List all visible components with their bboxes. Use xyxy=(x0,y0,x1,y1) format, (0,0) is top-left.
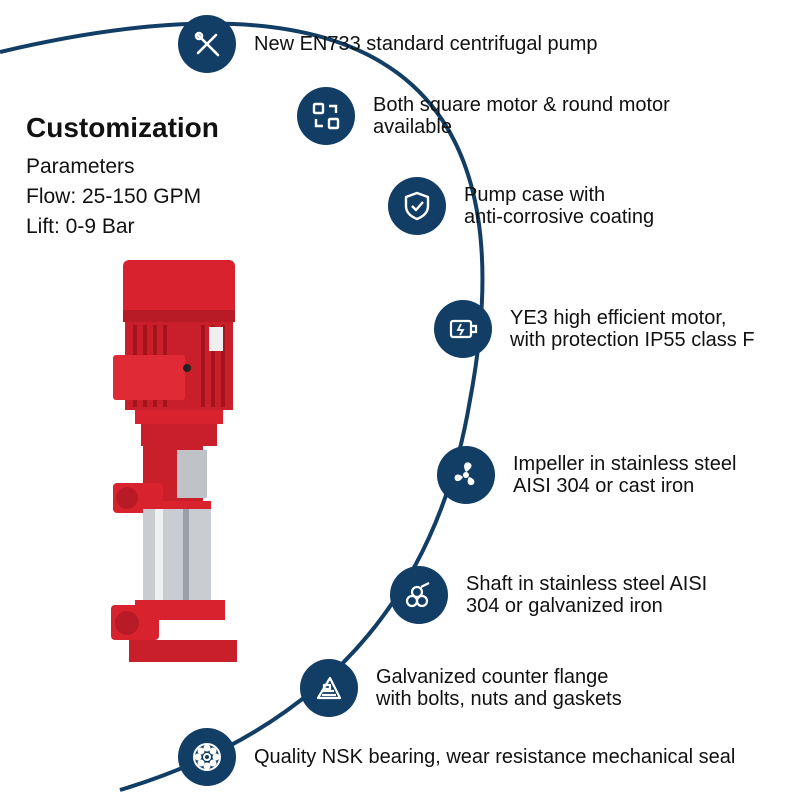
motor-icon xyxy=(434,300,492,358)
feature-item: Galvanized counter flange with bolts, nu… xyxy=(300,659,622,717)
feature-item: Pump case with anti-corrosive coating xyxy=(388,177,654,235)
flange-icon xyxy=(300,659,358,717)
feature-text: Impeller in stainless steel AISI 304 or … xyxy=(513,453,737,497)
feature-item: New EN733 standard centrifugal pump xyxy=(178,15,598,73)
tools-icon xyxy=(178,15,236,73)
fan-icon xyxy=(437,446,495,504)
customization-block: Customization Parameters Flow: 25-150 GP… xyxy=(26,112,219,242)
feature-text: Quality NSK bearing, wear resistance mec… xyxy=(254,746,736,768)
feature-item: Shaft in stainless steel AISI 304 or gal… xyxy=(390,566,707,624)
feature-text: Shaft in stainless steel AISI 304 or gal… xyxy=(466,573,708,617)
bearing-icon xyxy=(178,728,236,786)
param-flow: Flow: 25-150 GPM xyxy=(26,185,202,208)
feature-item: Both square motor & round motor availabl… xyxy=(297,87,670,145)
page-title: Customization xyxy=(26,112,219,143)
feature-text: Pump case with anti-corrosive coating xyxy=(464,184,655,228)
feature-text: YE3 high efficient motor, with protectio… xyxy=(510,307,755,351)
shaft-icon xyxy=(390,566,448,624)
param-line: Parameters xyxy=(26,155,135,178)
shield-check-icon xyxy=(388,177,446,235)
feature-item: Impeller in stainless steel AISI 304 or … xyxy=(437,446,736,504)
feature-text: Both square motor & round motor availabl… xyxy=(373,94,670,138)
swap-icon xyxy=(297,87,355,145)
feature-text: New EN733 standard centrifugal pump xyxy=(254,33,598,55)
feature-item: Quality NSK bearing, wear resistance mec… xyxy=(178,728,735,786)
feature-item: YE3 high efficient motor, with protectio… xyxy=(434,300,755,358)
feature-text: Galvanized counter flange with bolts, nu… xyxy=(376,666,622,710)
param-lift: Lift: 0-9 Bar xyxy=(26,215,135,238)
pump-illustration xyxy=(111,260,237,662)
